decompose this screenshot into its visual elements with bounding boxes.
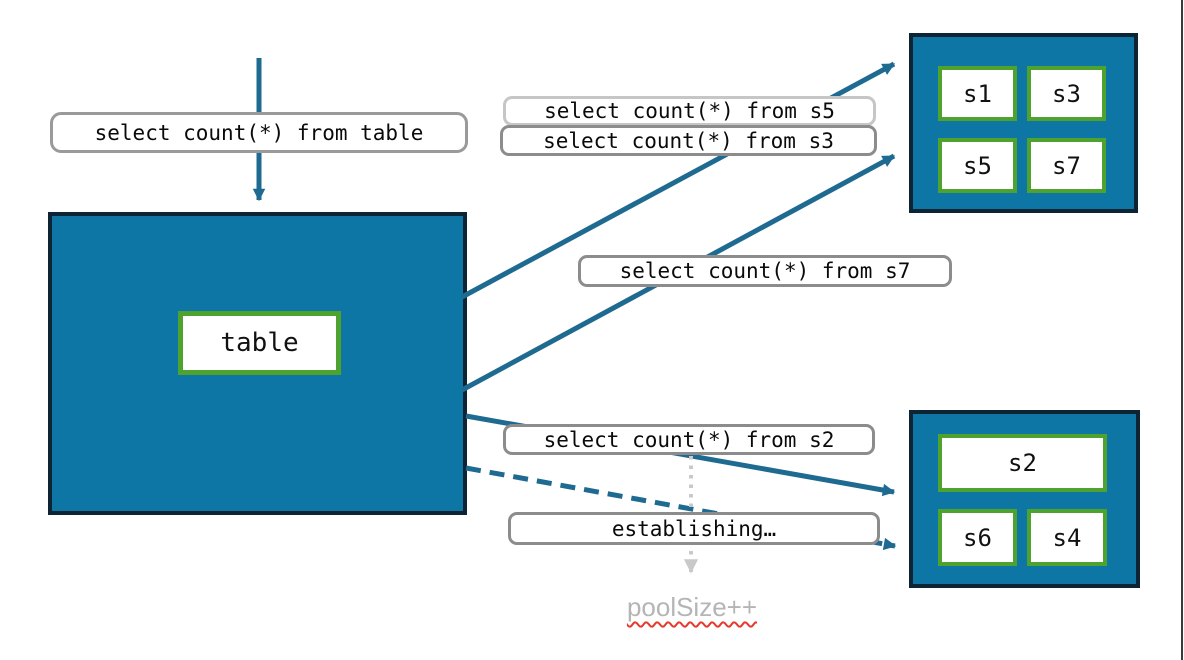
shard-label-s7: s7 <box>1052 151 1081 180</box>
right-edge-line <box>1181 0 1183 660</box>
query-label-from-s7: select count(*) from s7 <box>578 255 952 287</box>
query-label-from-table: select count(*) from table <box>50 112 468 153</box>
table-node: table <box>178 311 341 375</box>
shard-node-s1: s1 <box>938 66 1017 121</box>
shard-label-s4: s4 <box>1052 523 1082 552</box>
pool-size-note: poolSize++ <box>626 592 758 622</box>
query-label-from-s5: select count(*) from s5 <box>503 96 876 126</box>
shard-label-s1: s1 <box>963 79 992 108</box>
shard-node-s6: s6 <box>938 509 1017 566</box>
shard-label-s5: s5 <box>963 151 992 180</box>
shard-node-s7: s7 <box>1027 138 1106 193</box>
establishing-label: establishing… <box>508 512 880 545</box>
shard-label-s2: s2 <box>1008 449 1037 477</box>
table-node-label: table <box>220 328 299 358</box>
shard-node-s3: s3 <box>1027 66 1106 121</box>
query-label-from-s2: select count(*) from s2 <box>503 424 875 455</box>
query-label-from-s3: select count(*) from s3 <box>500 125 877 156</box>
shard-node-s2: s2 <box>938 434 1107 492</box>
shard-label-s3: s3 <box>1052 79 1081 108</box>
shard-node-s4: s4 <box>1027 509 1107 566</box>
shard-label-s6: s6 <box>963 523 992 552</box>
shard-node-s5: s5 <box>938 138 1017 193</box>
